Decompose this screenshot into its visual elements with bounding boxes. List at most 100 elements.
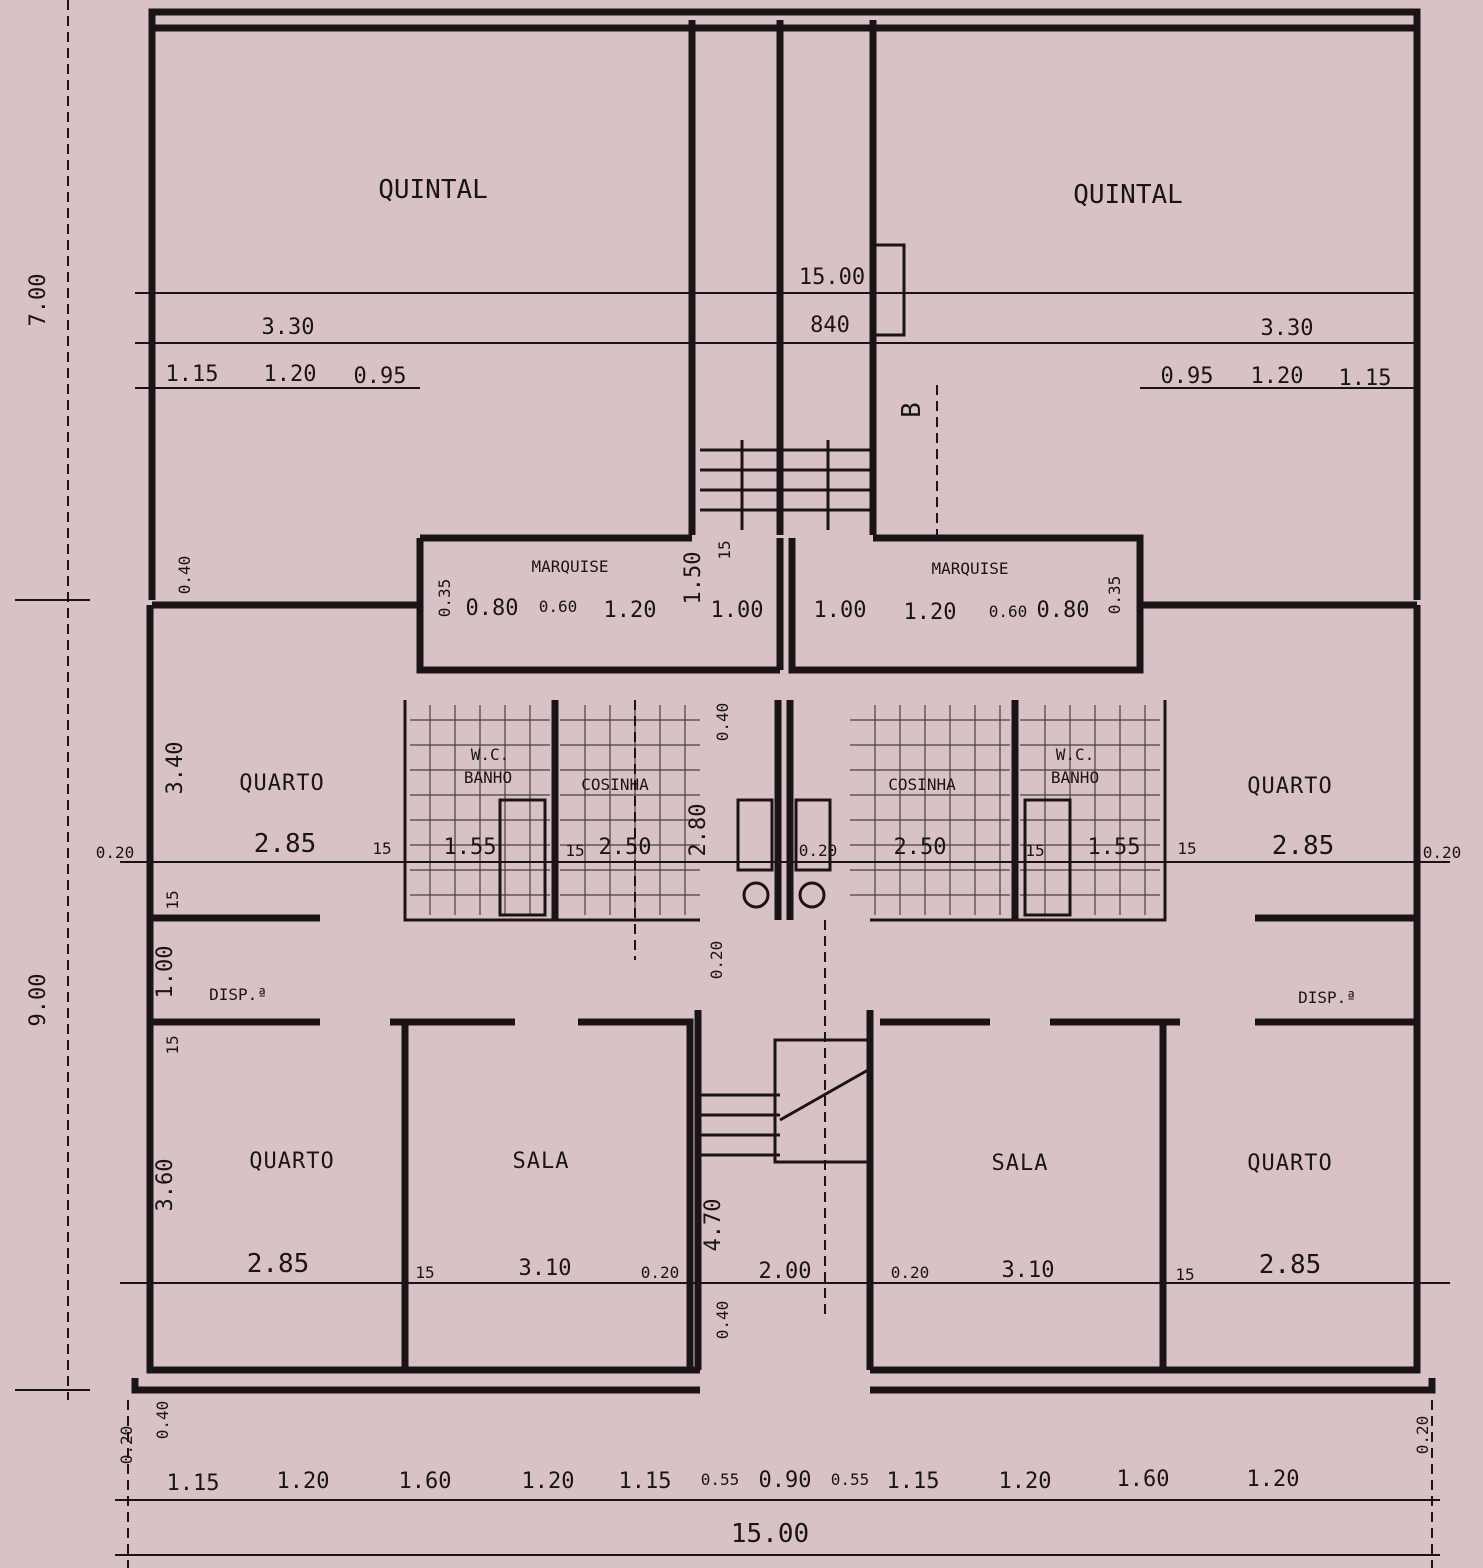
dim-sala-15-right: 15 (1175, 1265, 1194, 1284)
room-marquise-left: MARQUISE (531, 557, 608, 576)
dim-v-15-b: 15 (163, 1035, 182, 1054)
dim-hall-040: 0.40 (713, 1301, 732, 1340)
dim-top-330-right: 3.30 (1261, 316, 1314, 341)
dim-top-095-right: 0.95 (1161, 364, 1214, 389)
dim-top-095-left: 0.95 (354, 364, 407, 389)
dim-sala-020-right: 0.20 (891, 1263, 930, 1282)
dim-top-120-right: 1.20 (1251, 364, 1304, 389)
interior-stairs (700, 1038, 872, 1164)
dim-sala-310-left: 3.10 (519, 1256, 572, 1281)
room-quarto-lr: QUARTO (1247, 1151, 1332, 1176)
dim-top-15: 15.00 (799, 265, 865, 290)
dim-wall-15-a: 15 (372, 839, 391, 858)
dim-hall-020: 0.20 (707, 941, 726, 980)
tile-hatch (410, 705, 1160, 917)
dim-wall-15-d: 15 (1177, 839, 1196, 858)
dimension-labels: 7.00 9.00 15.00 840 3.30 3.30 1.15 1.20 … (26, 265, 1461, 1549)
dim-q-340: 3.40 (163, 742, 188, 795)
room-cozinha-left: COSINHA (581, 775, 649, 794)
dim-top-330-left: 3.30 (262, 315, 315, 340)
dim-bot-115-c: 1.15 (887, 1469, 940, 1494)
dim-top-120-left: 1.20 (264, 362, 317, 387)
dim-top-115-left: 1.15 (166, 362, 219, 387)
dim-sala-15-left: 15 (415, 1263, 434, 1282)
room-disp-right: DISP.ª (1298, 988, 1356, 1007)
dim-marq-120-left: 1.20 (604, 598, 657, 623)
room-sala-left: SALA (513, 1149, 570, 1174)
dim-bot-090: 0.90 (759, 1468, 812, 1493)
dim-marq-100-right: 1.00 (814, 598, 867, 623)
dim-wall-020-right: 0.20 (1423, 843, 1462, 862)
room-quarto-ur: QUARTO (1247, 774, 1332, 799)
dim-marq-035-right: 0.35 (1105, 576, 1124, 615)
dim-cozinha-020: 0.20 (799, 841, 838, 860)
dim-marq-100-left: 1.00 (711, 598, 764, 623)
section-b-label: B (897, 402, 927, 418)
dim-marq-035: 0.35 (435, 579, 454, 618)
dim-v-15-a: 15 (163, 890, 182, 909)
dim-wall-020-left: 0.20 (96, 843, 135, 862)
dim-bot-120-a: 1.20 (277, 1469, 330, 1494)
dim-marq-120-right: 1.20 (904, 600, 957, 625)
dim-q-285-lr: 2.85 (1259, 1250, 1322, 1280)
dim-bot-120-c: 1.20 (999, 1469, 1052, 1494)
dim-wall-15-b: 15 (565, 841, 584, 860)
dim-bot-055-b: 0.55 (831, 1470, 870, 1489)
dim-top-115-right: 1.15 (1339, 366, 1392, 391)
room-banho-left: BANHO (464, 768, 512, 787)
dim-cozinha-250-right: 2.50 (894, 835, 947, 860)
dim-hall-470: 4.70 (701, 1199, 726, 1252)
room-marquise-right: MARQUISE (931, 559, 1008, 578)
dim-sala-020-left: 0.20 (641, 1263, 680, 1282)
dim-bot-055-a: 0.55 (701, 1470, 740, 1489)
room-wc-left: W.C. (471, 745, 510, 764)
room-banho-right: BANHO (1051, 768, 1099, 787)
building-walls (131, 534, 1436, 1394)
dim-banho-155-right: 1.55 (1088, 835, 1141, 860)
dim-banho-155-left: 1.55 (444, 835, 497, 860)
dim-q-285-ul: 2.85 (254, 829, 317, 859)
dim-wall-15-c: 15 (1025, 841, 1044, 860)
room-sala-right: SALA (992, 1151, 1049, 1176)
room-disp-left: DISP.ª (209, 985, 267, 1004)
dim-q-360: 3.60 (153, 1159, 178, 1212)
room-wc-right: W.C. (1056, 745, 1095, 764)
dim-left-9: 9.00 (26, 974, 51, 1027)
room-cozinha-right: COSINHA (888, 775, 956, 794)
dim-marq-080-right: 0.80 (1037, 598, 1090, 623)
dimension-lines (15, 0, 1450, 1568)
dim-bot-020-left: 0.20 (117, 1426, 136, 1465)
yard-step (870, 243, 906, 337)
dim-cz-040: 0.40 (713, 703, 732, 742)
dim-sala-310-right: 3.10 (1002, 1258, 1055, 1283)
dim-top-840: 840 (810, 313, 850, 338)
dim-bot-115-a: 1.15 (167, 1471, 220, 1496)
dim-left-7: 7.00 (26, 274, 51, 327)
dim-marq-15: 15 (715, 540, 734, 559)
room-quintal-left: QUINTAL (378, 175, 488, 205)
dim-wall-040-ul: 0.40 (175, 556, 194, 595)
dim-bot-160-a: 1.60 (399, 1469, 452, 1494)
dim-marq-060-right: 0.60 (989, 602, 1028, 621)
dim-marq-150: 1.50 (681, 552, 706, 605)
dim-bot-120-b: 1.20 (522, 1469, 575, 1494)
room-labels: QUINTAL QUINTAL MARQUISE MARQUISE W.C. B… (209, 175, 1356, 1176)
dim-bot-115-b: 1.15 (619, 1469, 672, 1494)
room-quarto-ul: QUARTO (239, 771, 324, 796)
dim-cozinha-250-left: 2.50 (599, 835, 652, 860)
room-quarto-ll: QUARTO (249, 1149, 334, 1174)
dim-bot-040: 0.40 (153, 1401, 172, 1440)
dim-q-285-ll: 2.85 (247, 1249, 310, 1279)
dim-marq-060-left: 0.60 (539, 597, 578, 616)
dim-bot-020-right: 0.20 (1413, 1416, 1432, 1455)
dim-bot-160-b: 1.60 (1117, 1467, 1170, 1492)
dim-marq-080-left: 0.80 (466, 596, 519, 621)
dim-bot-1500: 15.00 (731, 1519, 809, 1549)
dim-q-285-ur: 2.85 (1272, 831, 1335, 861)
room-quintal-right: QUINTAL (1073, 180, 1183, 210)
dim-hall-200: 2.00 (759, 1259, 812, 1284)
dim-bot-120-d: 1.20 (1247, 1467, 1300, 1492)
dim-cozinha-280: 2.80 (686, 804, 711, 857)
